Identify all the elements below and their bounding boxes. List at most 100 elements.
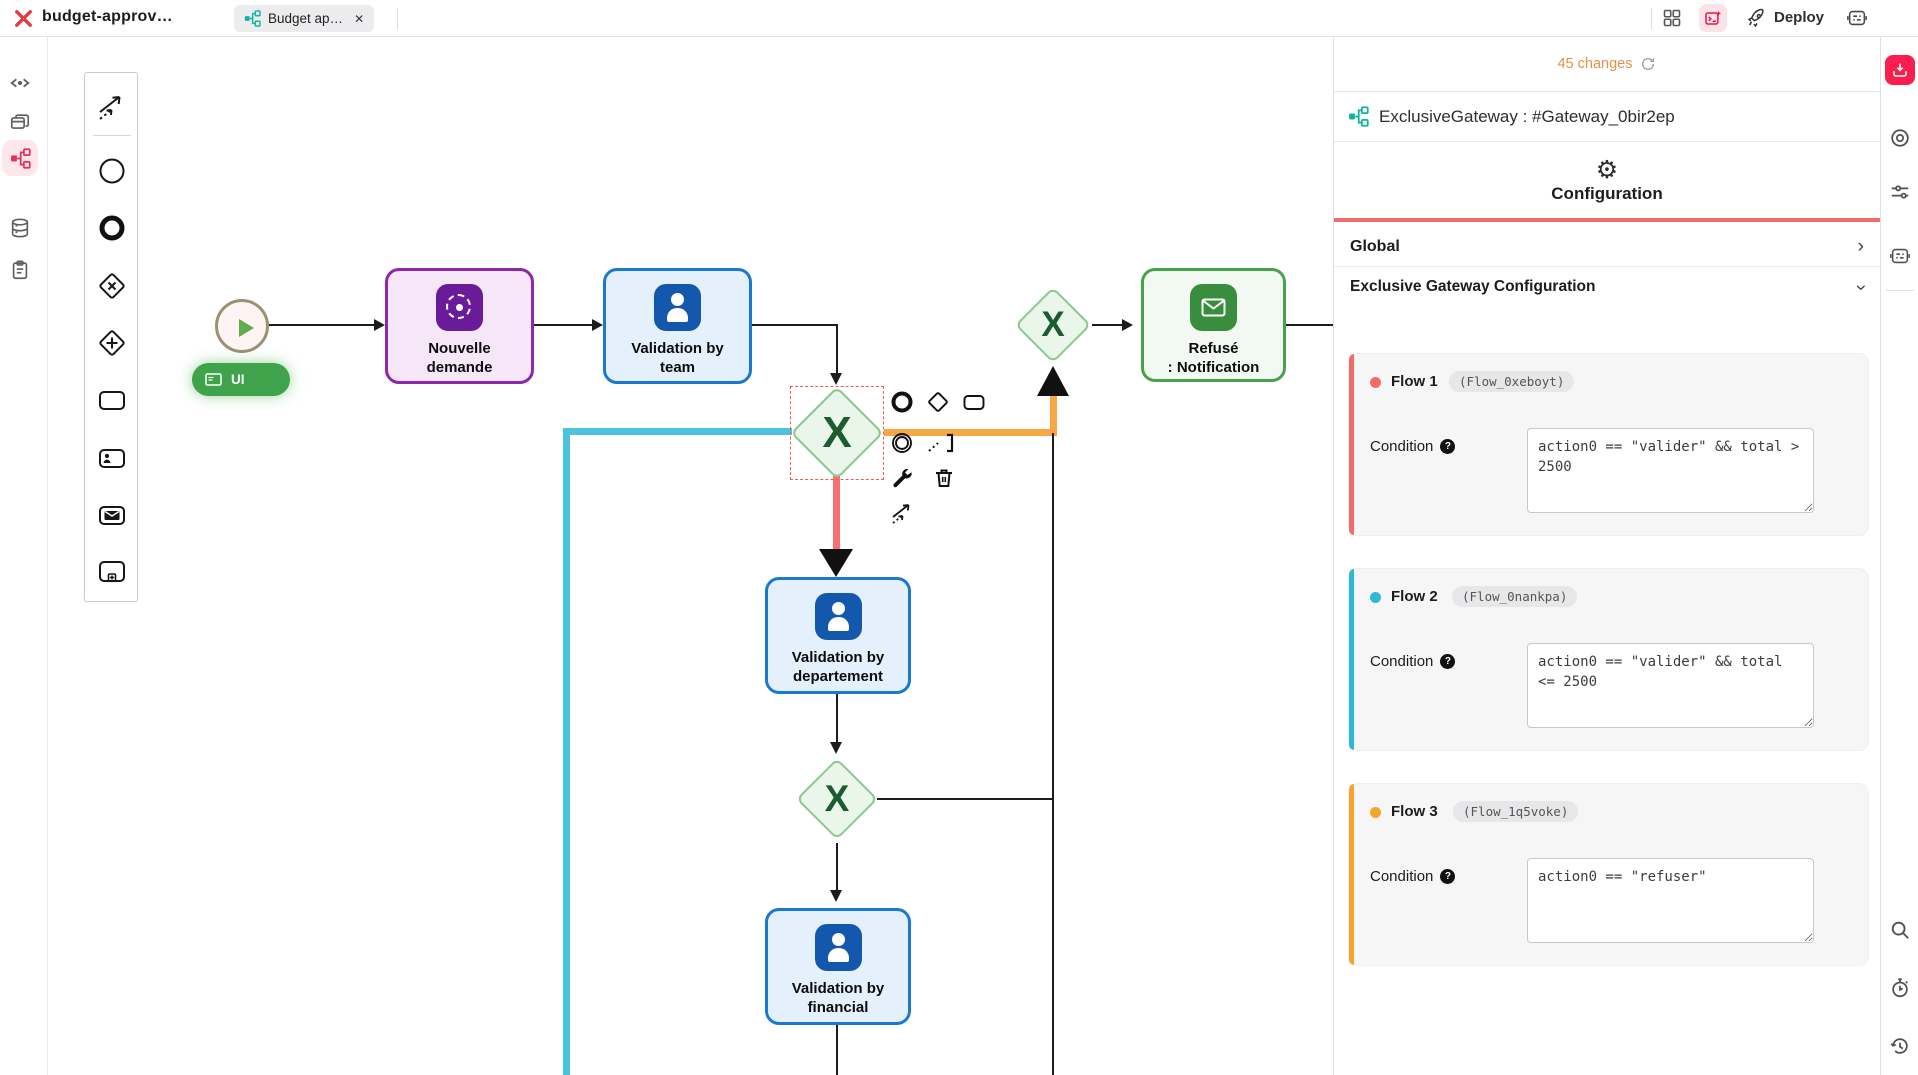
flow3-accent <box>1349 784 1354 965</box>
condition-row: Condition ? <box>1370 438 1455 455</box>
tab-close-icon[interactable]: ✕ <box>354 12 364 26</box>
flow3-color-dot <box>1370 807 1381 818</box>
sequence-flow[interactable] <box>877 798 1054 800</box>
arrowhead <box>1122 319 1133 331</box>
workflow-icon <box>1348 106 1369 127</box>
flow2-accent <box>1349 569 1354 750</box>
exclusive-gateway-2[interactable]: X <box>797 759 877 839</box>
help-icon[interactable]: ? <box>1440 654 1455 669</box>
user-icon <box>815 924 862 971</box>
gateway-x-marker: X <box>797 759 877 839</box>
task-refuse-notification[interactable]: Refusé : Notification <box>1141 268 1286 382</box>
sequence-flow[interactable] <box>534 324 592 326</box>
arrowhead <box>1037 366 1069 396</box>
ui-start-badge[interactable]: UI <box>192 363 290 396</box>
pad-append-intermediate-event[interactable] <box>890 431 914 455</box>
flow3-edge[interactable] <box>1050 396 1057 433</box>
sequence-flow[interactable] <box>1092 324 1124 326</box>
robot-icon[interactable] <box>1889 245 1911 267</box>
pages-icon[interactable] <box>9 112 31 134</box>
pad-append-gateway[interactable] <box>926 390 950 414</box>
changes-row: 45 changes <box>1334 37 1880 92</box>
sequence-flow[interactable] <box>836 1025 838 1075</box>
flow3-id-badge: (Flow_1q5voke) <box>1453 801 1578 822</box>
pad-text-annotation[interactable] <box>926 431 960 455</box>
robot-icon[interactable] <box>1846 7 1868 29</box>
section-global-label: Global <box>1350 238 1400 256</box>
help-icon[interactable]: ? <box>1440 439 1455 454</box>
task-validation-by-team[interactable]: Validation by team <box>603 268 752 384</box>
bpmn-palette <box>84 72 138 602</box>
flow2-edge[interactable] <box>563 428 792 435</box>
exclusive-gateway-merge-top[interactable]: X <box>1015 287 1091 363</box>
search-icon[interactable] <box>1889 919 1911 941</box>
configuration-tab-label: Configuration <box>1551 184 1662 204</box>
arrowhead <box>819 549 853 577</box>
palette-start-event[interactable] <box>97 156 127 186</box>
ai-assistant-button[interactable] <box>1699 4 1727 32</box>
divider <box>397 8 398 29</box>
database-icon[interactable] <box>9 217 31 239</box>
pad-connect-tool[interactable] <box>890 501 914 525</box>
section-global[interactable]: Global › <box>1334 227 1880 267</box>
pad-append-end-event[interactable] <box>890 390 914 414</box>
sequence-flow[interactable] <box>836 694 838 742</box>
pad-trash-delete[interactable] <box>932 466 956 490</box>
help-icon[interactable]: ? <box>1440 869 1455 884</box>
workflow-icon <box>244 10 261 27</box>
workflow-icon <box>10 148 31 169</box>
configuration-tab[interactable]: ⚙ Configuration <box>1334 142 1880 222</box>
workflows-nav-active[interactable] <box>2 140 38 176</box>
palette-message-task[interactable] <box>97 500 127 530</box>
palette-exclusive-gateway[interactable] <box>97 271 127 301</box>
gear-icon: ⚙ <box>1596 157 1618 182</box>
sliders-icon[interactable] <box>1889 181 1911 203</box>
start-event[interactable] <box>215 299 269 353</box>
sequence-flow[interactable] <box>269 324 374 326</box>
user-icon <box>654 284 701 331</box>
pad-wrench-change-type[interactable] <box>890 466 914 490</box>
section-gateway-config[interactable]: Exclusive Gateway Configuration › <box>1334 267 1880 307</box>
flow1-color-dot <box>1370 377 1381 388</box>
flow3-name: Flow 3 <box>1391 803 1438 820</box>
palette-user-task[interactable] <box>97 443 127 473</box>
arrowhead <box>830 890 842 902</box>
flow1-condition-input[interactable]: action0 == "valider" && total > 2500 <box>1527 428 1814 513</box>
task-validation-by-financial[interactable]: Validation by financial <box>765 908 911 1025</box>
divider <box>1651 8 1652 29</box>
flow3-condition-input[interactable]: action0 == "refuser" <box>1527 858 1814 943</box>
history-icon[interactable] <box>1889 1035 1911 1057</box>
sequence-flow[interactable] <box>836 324 838 373</box>
deploy-button[interactable]: Deploy <box>1774 9 1824 26</box>
chevron-down-icon: › <box>1851 284 1870 290</box>
changes-count: 45 changes <box>1558 56 1633 72</box>
palette-parallel-gateway[interactable] <box>97 328 127 358</box>
flow1-id-badge: (Flow_0xeboyt) <box>1449 371 1574 392</box>
divider <box>1886 290 1914 291</box>
grid-apps-icon[interactable] <box>1662 8 1682 28</box>
sequence-flow[interactable] <box>1286 324 1333 326</box>
inspector-panel: 45 changes ExclusiveGateway : #Gateway_0… <box>1333 37 1880 1075</box>
code-icon[interactable] <box>9 72 31 94</box>
sequence-flow[interactable] <box>836 843 838 890</box>
pad-append-task[interactable] <box>962 390 986 414</box>
palette-end-event[interactable] <box>97 213 127 243</box>
task-validation-by-departement[interactable]: Validation by departement <box>765 577 911 694</box>
flow2-edge[interactable] <box>563 428 570 1075</box>
sequence-flow[interactable] <box>1052 433 1054 1075</box>
clipboard-icon[interactable] <box>9 259 31 281</box>
task-nouvelle-demande[interactable]: Nouvelle demande <box>385 268 534 384</box>
tab-budget-approval[interactable]: Budget ap… ✕ <box>234 5 374 32</box>
palette-connect-tool[interactable] <box>97 91 127 121</box>
palette-task[interactable] <box>97 385 127 415</box>
app-logo-icon <box>12 7 35 30</box>
flow2-condition-input[interactable]: action0 == "valider" && total <= 2500 <box>1527 643 1814 728</box>
save-deploy-button[interactable] <box>1885 55 1915 85</box>
refresh-icon[interactable] <box>1640 56 1656 72</box>
palette-subprocess[interactable] <box>97 557 127 587</box>
element-title-row: ExclusiveGateway : #Gateway_0bir2ep <box>1334 92 1880 142</box>
condition-label: Condition <box>1370 438 1433 455</box>
stopwatch-icon[interactable] <box>1889 977 1911 999</box>
sequence-flow[interactable] <box>752 324 838 326</box>
focus-target-icon[interactable] <box>1889 127 1911 149</box>
